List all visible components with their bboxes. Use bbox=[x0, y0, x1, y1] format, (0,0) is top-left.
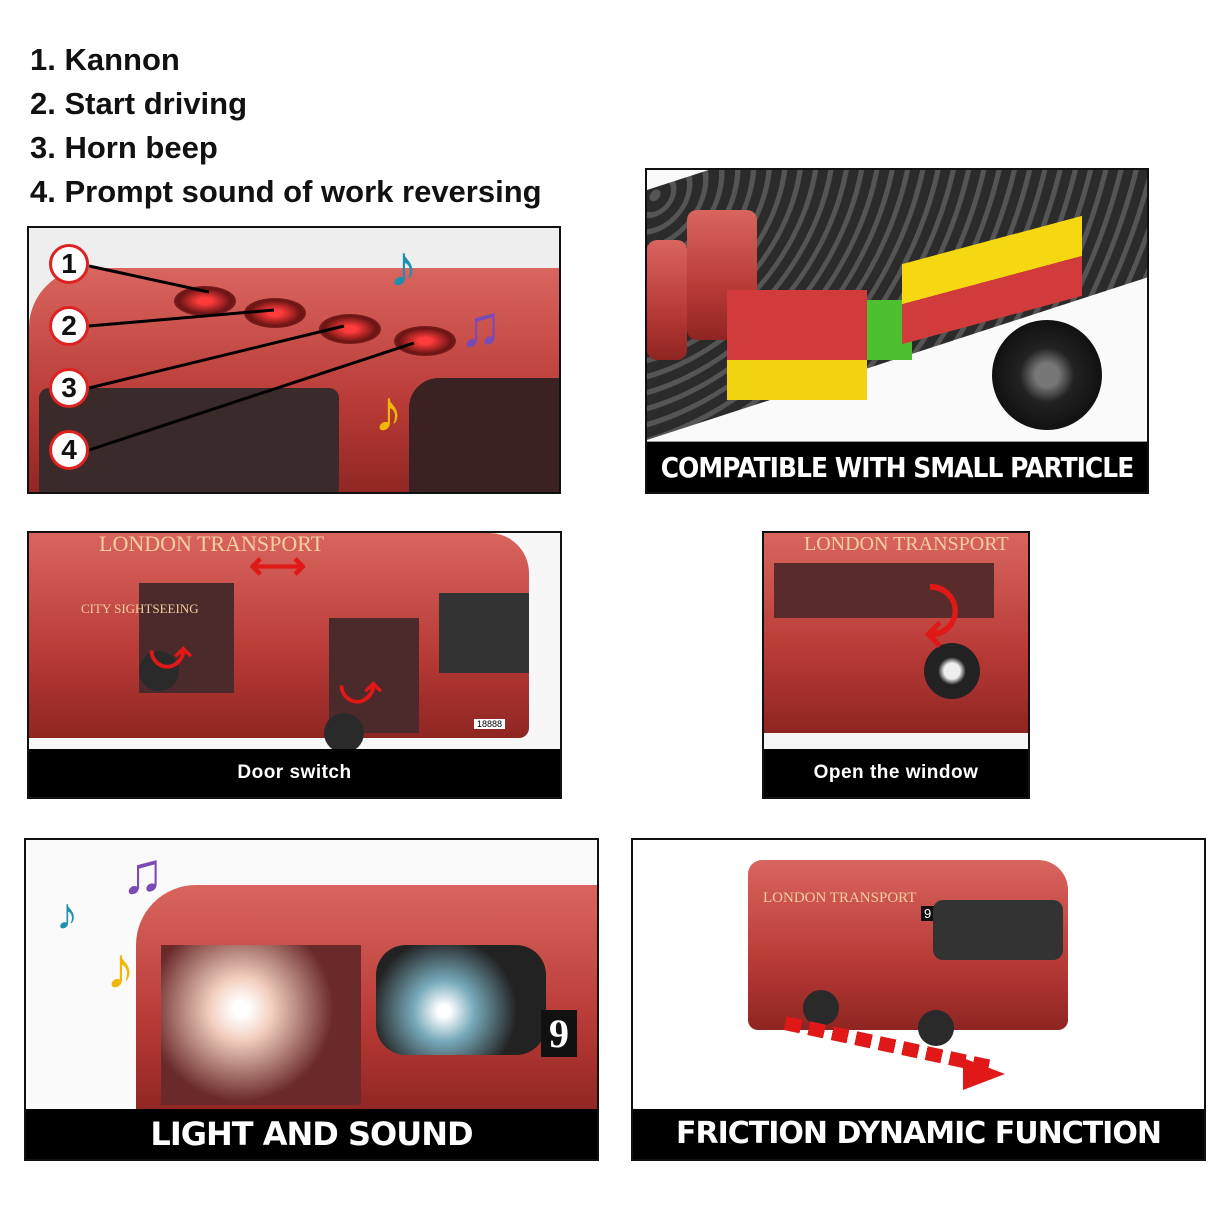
route-number: 9 bbox=[921, 906, 935, 921]
door-caption: Door switch bbox=[29, 749, 560, 797]
friction-caption: FRICTION DYNAMIC FUNCTION bbox=[633, 1109, 1204, 1159]
music-note-icon: ♪ bbox=[56, 890, 78, 939]
sound-button bbox=[394, 326, 456, 356]
music-note-icon: ♪ bbox=[106, 936, 135, 1001]
music-note-icon: ♪ bbox=[389, 234, 418, 299]
music-note-icon: ♫ bbox=[121, 841, 165, 906]
door-switch-panel: LONDON TRANSPORT CITY SIGHTSEEING 18888 … bbox=[27, 531, 562, 799]
window-caption: Open the window bbox=[764, 749, 1028, 797]
sound-buttons-panel: 1 2 3 4 ♪ ♫ ♪ bbox=[27, 226, 561, 494]
motion-arrow-head bbox=[963, 1058, 1005, 1090]
feature-item: 2. Start driving bbox=[30, 86, 248, 121]
feature-item: 4. Prompt sound of work reversing bbox=[30, 174, 542, 209]
bus-title-text: LONDON TRANSPORT bbox=[99, 531, 325, 556]
rotate-arrow-icon: ⤻ bbox=[149, 633, 192, 677]
upper-deck-seats bbox=[774, 563, 994, 618]
light-caption: LIGHT AND SOUND bbox=[26, 1109, 597, 1159]
wheel-image bbox=[924, 643, 980, 699]
wheel-image bbox=[918, 1010, 954, 1046]
marker-1: 1 bbox=[49, 244, 89, 284]
bus-side-window bbox=[409, 378, 559, 492]
marker-2: 2 bbox=[49, 306, 89, 346]
wheel-image bbox=[803, 990, 839, 1026]
friction-panel: LONDON TRANSPORT 9 FRICTION DYNAMIC FUNC… bbox=[631, 838, 1206, 1161]
seat-image bbox=[647, 240, 687, 360]
route-number: 9 bbox=[541, 1010, 577, 1057]
music-note-icon: ♫ bbox=[459, 294, 503, 359]
music-note-icon: ♪ bbox=[374, 379, 403, 444]
plate: 18888 bbox=[474, 719, 506, 729]
rotate-arrow-icon: ⤻ bbox=[339, 668, 382, 712]
side-text: CITY SIGHTSEEING bbox=[81, 601, 199, 616]
blocks-caption: COMPATIBLE WITH SMALL PARTICLE BLOCKS bbox=[647, 441, 1147, 492]
slide-arrow-icon: ⟷ bbox=[249, 544, 307, 588]
window-light bbox=[376, 945, 546, 1055]
window-panel: LONDON TRANSPORT ⤸ Open the window bbox=[762, 531, 1030, 799]
wheel-image bbox=[139, 651, 179, 691]
red-brick bbox=[727, 290, 867, 400]
bus-window-image bbox=[39, 388, 339, 492]
feature-item: 3. Horn beep bbox=[30, 130, 218, 165]
blocks-panel: COMPATIBLE WITH SMALL PARTICLE BLOCKS bbox=[645, 168, 1149, 494]
feature-list: 1. Kannon 2. Start driving 3. Horn beep … bbox=[30, 38, 542, 214]
windshield-image bbox=[439, 593, 529, 673]
rotate-arrow-icon: ⤸ bbox=[924, 579, 960, 646]
pointer-lines bbox=[88, 264, 415, 452]
wheel-image bbox=[992, 320, 1102, 430]
marker-3: 3 bbox=[49, 368, 89, 408]
feature-item: 1. Kannon bbox=[30, 42, 180, 77]
bus-title-text: LONDON TRANSPORT bbox=[763, 890, 917, 906]
marker-4: 4 bbox=[49, 430, 89, 470]
headlight-glow bbox=[161, 945, 361, 1105]
windshield-image bbox=[933, 900, 1063, 960]
bus-title-text: LONDON TRANSPORT bbox=[804, 533, 1009, 555]
wheel-image bbox=[324, 713, 364, 753]
light-sound-panel: 9 ♪ ♫ ♪ LIGHT AND SOUND bbox=[24, 838, 599, 1161]
